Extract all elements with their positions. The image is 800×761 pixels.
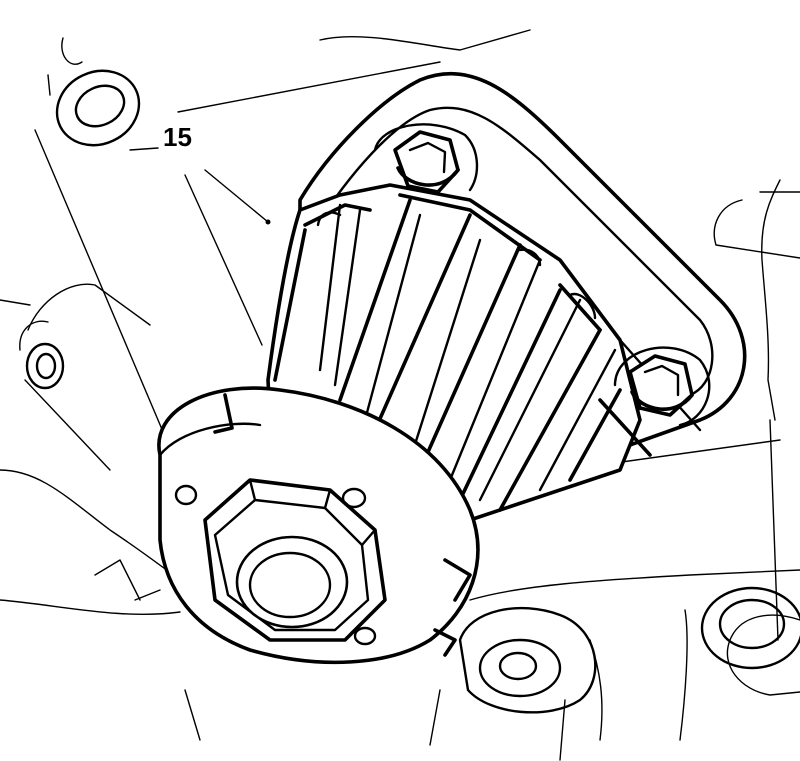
flange-hole-right	[341, 487, 367, 509]
flange-hole-bottom	[353, 626, 377, 646]
engine-boss-bottom-center	[458, 606, 597, 714]
center-hex-hub	[203, 478, 387, 642]
callout-leaders	[129, 147, 271, 346]
part-callout-label: 15	[163, 122, 192, 152]
engine-boss-top-left	[55, 69, 141, 147]
engine-block-background	[0, 29, 800, 761]
engine-boss-left	[25, 342, 65, 390]
engine-boss-bottom-right	[700, 586, 800, 670]
upper-mounting-bolt	[373, 123, 479, 194]
lower-mounting-bolt	[613, 346, 711, 427]
flange-hole-left	[174, 484, 198, 506]
